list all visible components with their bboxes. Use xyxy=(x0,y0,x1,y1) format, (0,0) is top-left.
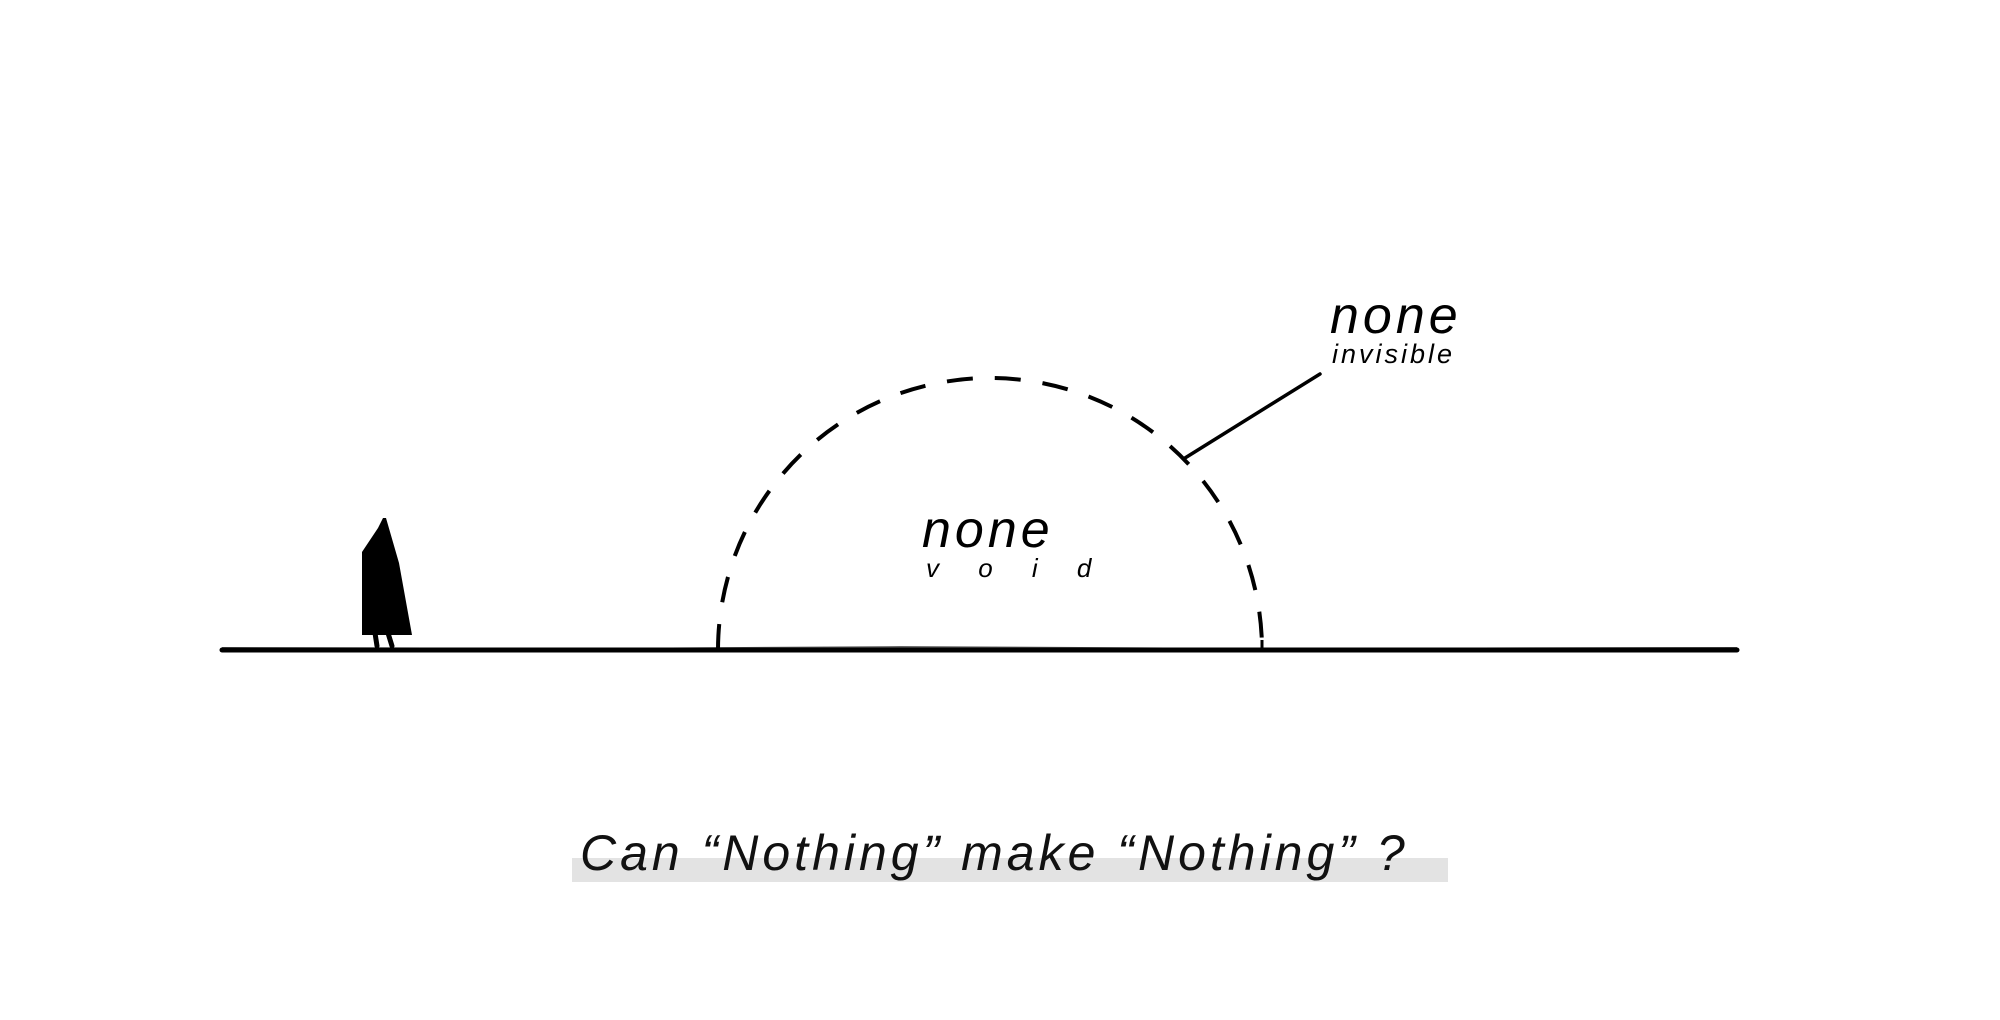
dashed-dome xyxy=(716,376,1264,651)
callout-leader-line xyxy=(1183,372,1322,460)
dome-label: none xyxy=(922,501,1054,559)
caption: Can “Nothing” make “Nothing” ? xyxy=(572,824,1448,884)
caption-text: Can “Nothing” make “Nothing” ? xyxy=(580,825,1409,881)
dome-sublabel: v o i d xyxy=(926,553,1108,583)
hooded-figure-icon xyxy=(362,518,412,649)
ground-line-texture xyxy=(221,645,1738,651)
caption-highlight xyxy=(572,858,1448,882)
callout-sublabel: invisible xyxy=(1332,339,1456,369)
callout-label: none xyxy=(1330,287,1462,345)
